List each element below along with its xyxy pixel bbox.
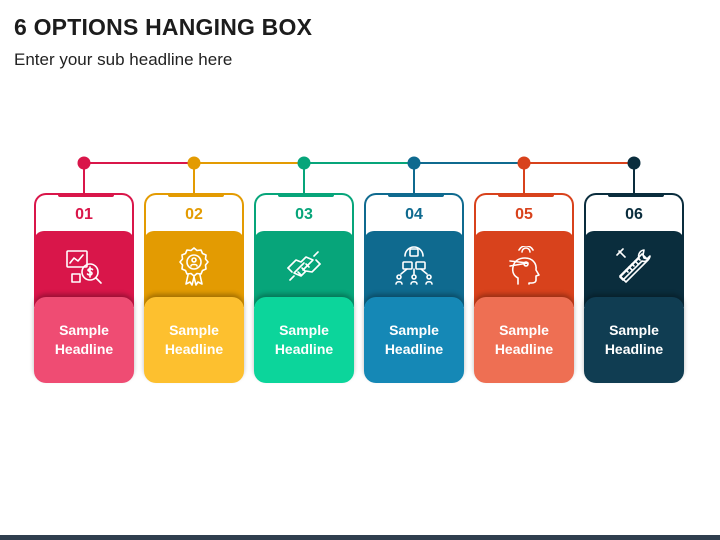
option-tab xyxy=(388,193,444,197)
option-icon-panel xyxy=(364,231,464,307)
option-number: 06 xyxy=(625,206,643,223)
option-tab xyxy=(278,193,334,197)
option-label-box: Sample Headline xyxy=(474,297,574,383)
option-tab xyxy=(498,193,554,197)
page-title: 6 OPTIONS HANGING BOX xyxy=(14,14,313,40)
option-number: 01 xyxy=(75,206,93,223)
option-number: 04 xyxy=(405,206,423,223)
option-icon-panel xyxy=(254,231,354,307)
option-label: Sample Headline xyxy=(164,322,224,357)
option-2[interactable]: 02 Sample Headline xyxy=(144,193,244,385)
hanger-dot xyxy=(407,156,421,170)
money-analysis-icon xyxy=(66,250,102,284)
page-subtitle: Enter your sub headline here xyxy=(14,50,233,69)
head-vision-icon xyxy=(509,246,540,285)
option-icon-panel xyxy=(584,231,684,307)
option-number: 03 xyxy=(295,206,313,223)
option-label-box: Sample Headline xyxy=(364,297,464,383)
hanger-dot xyxy=(187,156,201,170)
option-number: 02 xyxy=(185,206,203,223)
option-5[interactable]: 05 Sample Headline xyxy=(474,193,574,385)
option-3[interactable]: 03 Sample Headline xyxy=(254,193,354,385)
network-chat-icon xyxy=(395,246,433,285)
option-label: Sample Headline xyxy=(274,322,334,357)
option-label: Sample Headline xyxy=(54,322,114,357)
option-tab xyxy=(168,193,224,197)
option-tab xyxy=(608,193,664,197)
option-label-box: Sample Headline xyxy=(34,297,134,383)
option-6[interactable]: 06 Sample Headline xyxy=(584,193,684,385)
award-badge-icon xyxy=(179,247,209,286)
option-icon-panel xyxy=(474,231,574,307)
hanger-dot xyxy=(627,156,641,170)
option-label: Sample Headline xyxy=(494,322,554,357)
option-icon-panel xyxy=(144,231,244,307)
option-4[interactable]: 04 Sample Headline xyxy=(364,193,464,385)
option-1[interactable]: 01 Sample Headline xyxy=(34,193,134,385)
option-label: Sample Headline xyxy=(384,322,444,357)
option-tab xyxy=(58,193,114,197)
hanger-dot xyxy=(297,156,311,170)
option-number: 05 xyxy=(515,206,533,223)
tools-icon xyxy=(616,248,651,283)
handshake-icon xyxy=(287,251,321,281)
option-label-box: Sample Headline xyxy=(144,297,244,383)
option-label-box: Sample Headline xyxy=(254,297,354,383)
hanging-connector xyxy=(77,156,641,195)
option-icon-panel xyxy=(34,231,134,307)
option-label-box: Sample Headline xyxy=(584,297,684,383)
option-label: Sample Headline xyxy=(604,322,664,357)
hanger-dot xyxy=(77,156,91,170)
hanger-dot xyxy=(517,156,531,170)
bottom-bar xyxy=(0,535,720,540)
